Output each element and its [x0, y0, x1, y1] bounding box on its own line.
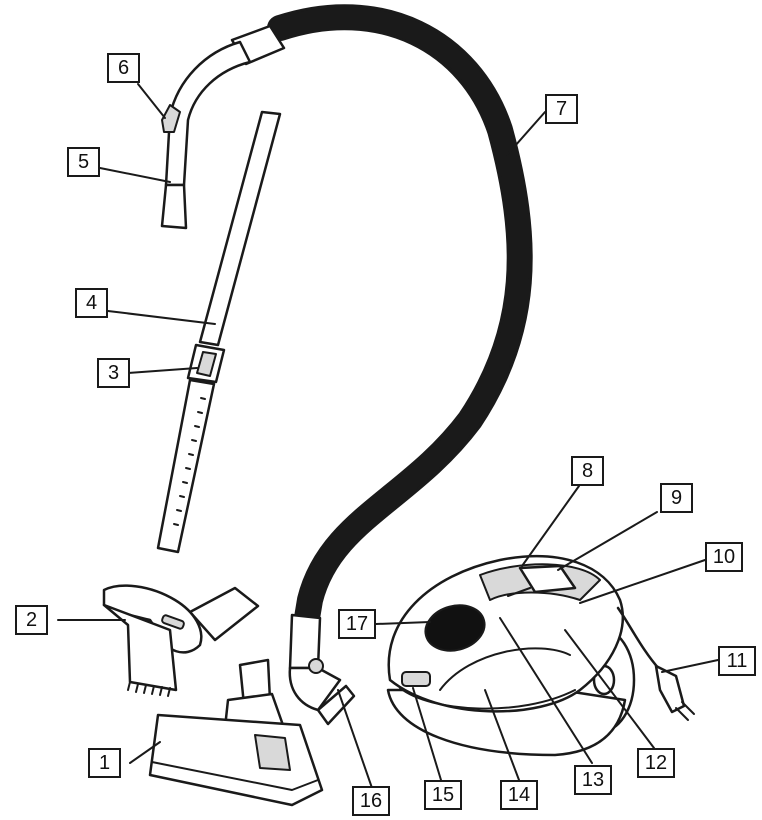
- callout-10: 10: [705, 542, 743, 572]
- callout-9: 9: [660, 483, 693, 513]
- callout-5: 5: [67, 147, 100, 177]
- flexible-hose: [280, 17, 520, 630]
- callout-2: 2: [15, 605, 48, 635]
- callout-12: 12: [637, 748, 675, 778]
- callout-8: 8: [571, 456, 604, 486]
- callout-6: 6: [107, 53, 140, 83]
- callout-17: 17: [338, 609, 376, 639]
- callout-15: 15: [424, 780, 462, 810]
- callout-3: 3: [97, 358, 130, 388]
- callout-16: 16: [352, 786, 390, 816]
- vacuum-body: [388, 556, 694, 755]
- upholstery-nozzle: [104, 586, 258, 696]
- callout-4: 4: [75, 288, 108, 318]
- callout-7: 7: [545, 94, 578, 124]
- callout-11: 11: [718, 646, 756, 676]
- callout-1: 1: [88, 748, 121, 778]
- callout-13: 13: [574, 765, 612, 795]
- callout-14: 14: [500, 780, 538, 810]
